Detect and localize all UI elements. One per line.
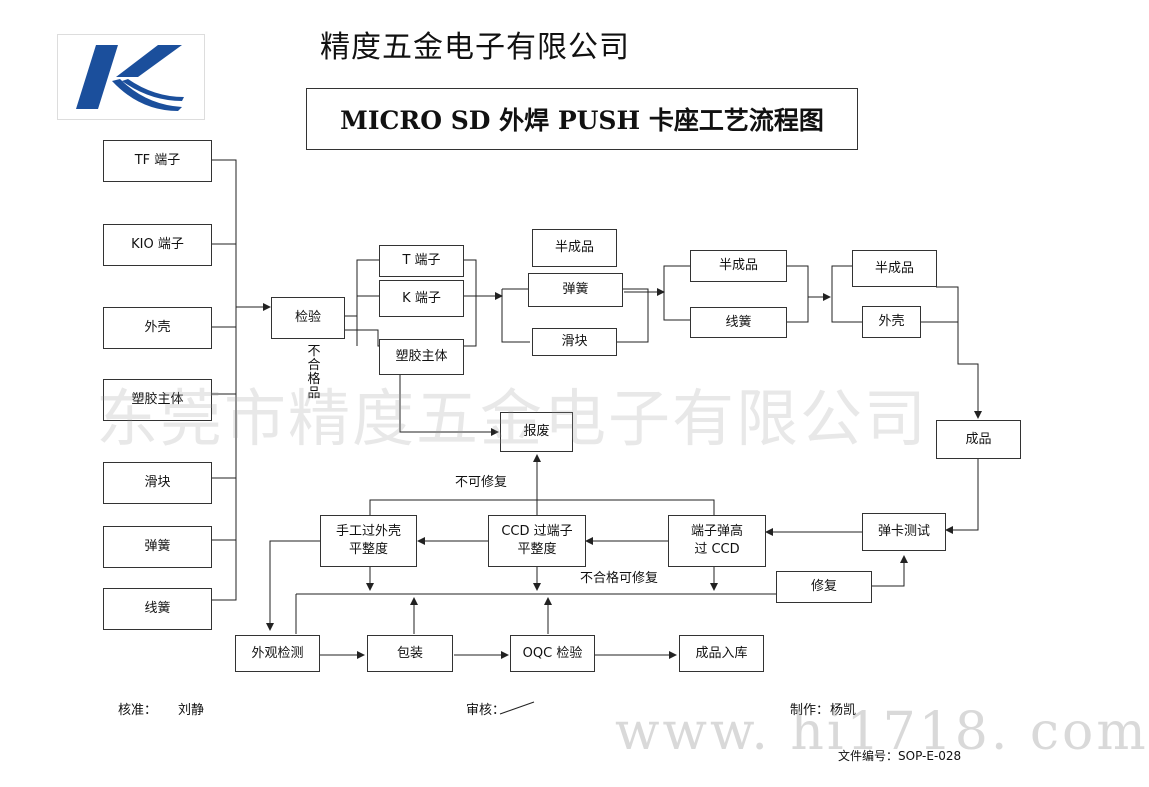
node-k-terminal: K 端子 [379, 280, 464, 317]
made-name: 杨凯 [830, 703, 857, 718]
node-repair: 修复 [776, 571, 872, 603]
input-tf-terminal: TF 端子 [103, 140, 212, 182]
node-t-terminal: T 端子 [379, 245, 464, 277]
node-terminal-height-ccd: 端子弹高 过 CCD [668, 515, 766, 567]
node-visual-inspection: 外观检测 [235, 635, 320, 672]
input-slider: 滑块 [103, 462, 212, 504]
made-label: 制作： [790, 703, 830, 718]
node-scrap: 报废 [500, 412, 573, 452]
node-ccd-terminal-flatness: CCD 过端子 平整度 [488, 515, 586, 567]
node-semi-finished-1: 半成品 [532, 229, 617, 267]
node-plastic-body: 塑胶主体 [379, 339, 464, 375]
document-number: 文件编号：SOP-E-028 [838, 749, 962, 763]
flow-connectors [211, 159, 982, 715]
node-packaging: 包装 [367, 635, 453, 672]
review-label: 审核： [466, 703, 506, 718]
node-spring: 弹簧 [528, 273, 623, 307]
label-irreparable: 不可修复 [455, 475, 508, 490]
input-spring: 弹簧 [103, 526, 212, 568]
company-logo [57, 34, 205, 120]
node-spring-test: 弹卡测试 [862, 513, 946, 551]
company-name: 精度五金电子有限公司 [320, 30, 630, 65]
node-finished: 成品 [936, 420, 1021, 459]
input-wire-spring: 线簧 [103, 588, 212, 630]
node-inspection: 检验 [271, 297, 345, 339]
node-shell: 外壳 [862, 306, 921, 338]
logo-graphic [76, 45, 184, 111]
input-shell: 外壳 [103, 307, 212, 349]
node-manual-shell-flatness: 手工过外壳 平整度 [320, 515, 417, 567]
node-oqc-inspection: OQC 检验 [510, 635, 595, 672]
approve-label: 核准： [118, 703, 158, 718]
label-nonconforming-repairable: 不合格可修复 [580, 571, 659, 586]
node-warehousing: 成品入库 [679, 635, 764, 672]
input-kio-terminal: KIO 端子 [103, 224, 212, 266]
label-nonconforming: 不合格品 [307, 344, 321, 401]
node-slider: 滑块 [532, 328, 617, 356]
node-semi-finished-2: 半成品 [690, 250, 787, 282]
node-wire-spring: 线簧 [690, 307, 787, 338]
input-plastic-body: 塑胶主体 [103, 379, 212, 421]
approve-name: 刘静 [178, 703, 205, 718]
node-semi-finished-3: 半成品 [852, 250, 937, 287]
chart-title: MICRO SD 外焊 PUSH 卡座工艺流程图 [306, 88, 858, 150]
